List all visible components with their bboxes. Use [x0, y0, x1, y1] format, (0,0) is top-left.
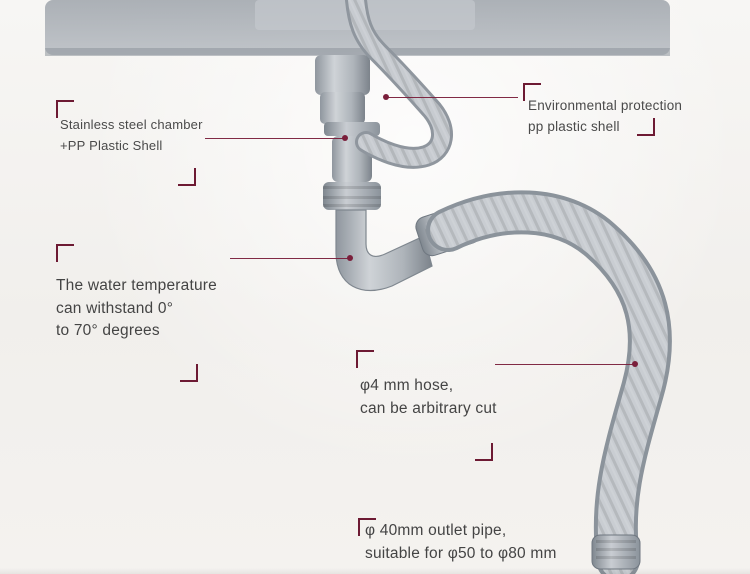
bracket-top-left-outlet	[358, 518, 376, 536]
leader-dot-chamber	[342, 135, 348, 141]
outlet-label: φ 40mm outlet pipe, suitable for φ50 to …	[365, 522, 557, 562]
leader-line-chamber	[205, 138, 345, 139]
environmental-label: Environmental protection pp plastic shel…	[528, 98, 683, 134]
bottom-shadow	[0, 568, 750, 574]
chamber-label: Stainless steel chamber +PP Plastic Shel…	[60, 117, 203, 153]
bracket-top-left-hose	[356, 350, 374, 368]
leader-dot-temperature	[347, 255, 353, 261]
leader-line-hose	[495, 364, 635, 365]
leader-line-environmental	[386, 97, 518, 98]
bracket-top-left-chamber	[56, 100, 74, 118]
bracket-bottom-right-hose	[475, 443, 493, 461]
leader-line-temperature	[230, 258, 350, 259]
bracket-bottom-right-temperature	[180, 364, 198, 382]
bracket-top-left-temperature	[56, 244, 74, 262]
bracket-bottom-right-chamber	[178, 168, 196, 186]
leader-dot-environmental	[383, 94, 389, 100]
leader-dot-hose	[632, 361, 638, 367]
temperature-label: The water temperature can withstand 0° t…	[56, 277, 217, 339]
hose-label: φ4 mm hose, can be arbitrary cut	[360, 377, 497, 417]
bracket-bottom-right-environmental	[637, 118, 655, 136]
bracket-top-left-environmental	[523, 83, 541, 101]
